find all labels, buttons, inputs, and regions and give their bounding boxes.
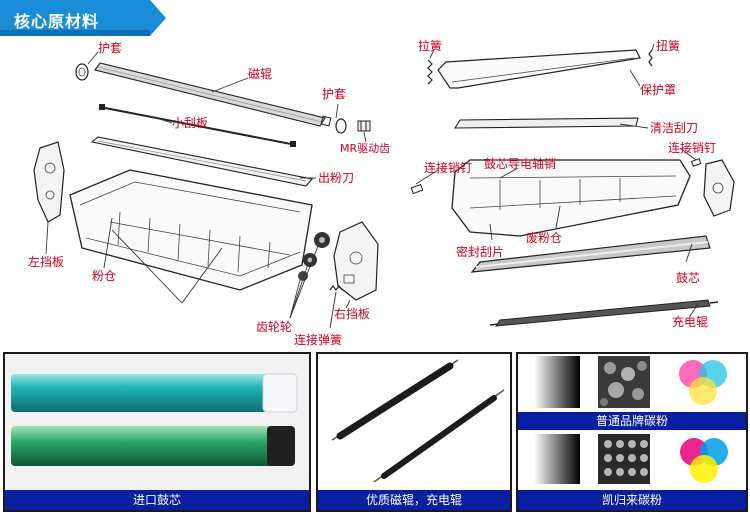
title-banner bbox=[0, 0, 166, 36]
caption-imported-drums: 进口鼓芯 bbox=[5, 490, 309, 510]
label-charge-roller: 充电辊 bbox=[672, 314, 708, 329]
charge-roller-part bbox=[489, 299, 719, 327]
rollers-photo bbox=[318, 354, 510, 494]
caption-rollers: 优质磁辊，充电辊 bbox=[318, 490, 510, 510]
label-connect-spring: 连接弹簧 bbox=[294, 332, 342, 347]
drum-end-plate-part bbox=[703, 159, 735, 217]
label-waste-bin: 废粉仓 bbox=[526, 230, 562, 245]
label-sleeve-top: 护套 bbox=[98, 41, 122, 55]
label-cover: 保护罩 bbox=[640, 83, 676, 97]
drum-part bbox=[470, 235, 711, 273]
right-leader-lines bbox=[415, 43, 699, 317]
label-mr-gear: MR驱动齿 bbox=[340, 142, 390, 155]
panel-toner: 普通品牌碳粉 凯归来碳粉 bbox=[516, 352, 748, 512]
label-magnetic-roller: 磁辊 bbox=[248, 66, 272, 81]
left-plate-part bbox=[33, 141, 65, 223]
cleaning-blade-part bbox=[454, 117, 639, 129]
protective-cover-part bbox=[437, 49, 641, 89]
sleeve-right-part bbox=[335, 118, 347, 134]
sleeve-top-part bbox=[75, 63, 89, 81]
mr-gear-part bbox=[357, 120, 371, 132]
label-left-plate: 左挡板 bbox=[28, 254, 64, 269]
pin-right-part bbox=[690, 158, 702, 167]
label-gears: 齿轮轮 bbox=[256, 320, 292, 334]
label-small-blade: 小刮板 bbox=[172, 116, 208, 130]
label-toner-blade: 出粉刀 bbox=[318, 171, 354, 185]
label-toner-bin: 粉仓 bbox=[92, 269, 116, 283]
label-drum: 鼓芯 bbox=[676, 271, 700, 285]
magnetic-roller-part bbox=[94, 62, 332, 127]
toner-blade-part bbox=[90, 136, 314, 187]
toner-photos bbox=[518, 354, 746, 510]
connect-spring-part bbox=[329, 285, 343, 291]
label-torsion-spring: 扭簧 bbox=[656, 38, 680, 53]
label-sleeve-right: 护套 bbox=[322, 87, 346, 101]
caption-premium-toner: 凯归来碳粉 bbox=[518, 490, 746, 510]
small-blade-part bbox=[99, 104, 297, 147]
panel-imported-drums: 进口鼓芯 bbox=[3, 352, 311, 512]
left-leader-lines bbox=[45, 51, 367, 329]
caption-regular-toner: 普通品牌碳粉 bbox=[595, 414, 668, 428]
torsion-spring-part bbox=[648, 49, 653, 67]
pull-spring-part bbox=[427, 59, 433, 85]
toner-bin-part bbox=[69, 169, 313, 291]
label-pull-spring: 拉簧 bbox=[418, 38, 442, 53]
waste-bin-part bbox=[451, 159, 691, 237]
exploded-parts-diagram: 护套 磁辊 小刮板 护套 MR驱动齿 出粉刀 左挡板 粉仓 齿轮轮 右挡板 连接… bbox=[28, 38, 735, 347]
label-drum-pin: 鼓芯导电轴销 bbox=[484, 156, 556, 171]
section-title: 核心原材料 bbox=[14, 12, 100, 31]
right-plate-part bbox=[333, 221, 379, 301]
label-cleaning-blade: 清洁刮刀 bbox=[650, 121, 698, 135]
label-right-plate: 右挡板 bbox=[334, 306, 370, 321]
label-pin-left: 连接销钉 bbox=[424, 160, 472, 175]
pin-left-part bbox=[410, 183, 424, 195]
label-pin-right: 连接销钉 bbox=[668, 140, 716, 155]
label-seal-blade: 密封刮片 bbox=[456, 244, 504, 259]
panel-rollers: 优质磁辊，充电辊 bbox=[316, 352, 512, 512]
drums-photo bbox=[5, 354, 309, 494]
